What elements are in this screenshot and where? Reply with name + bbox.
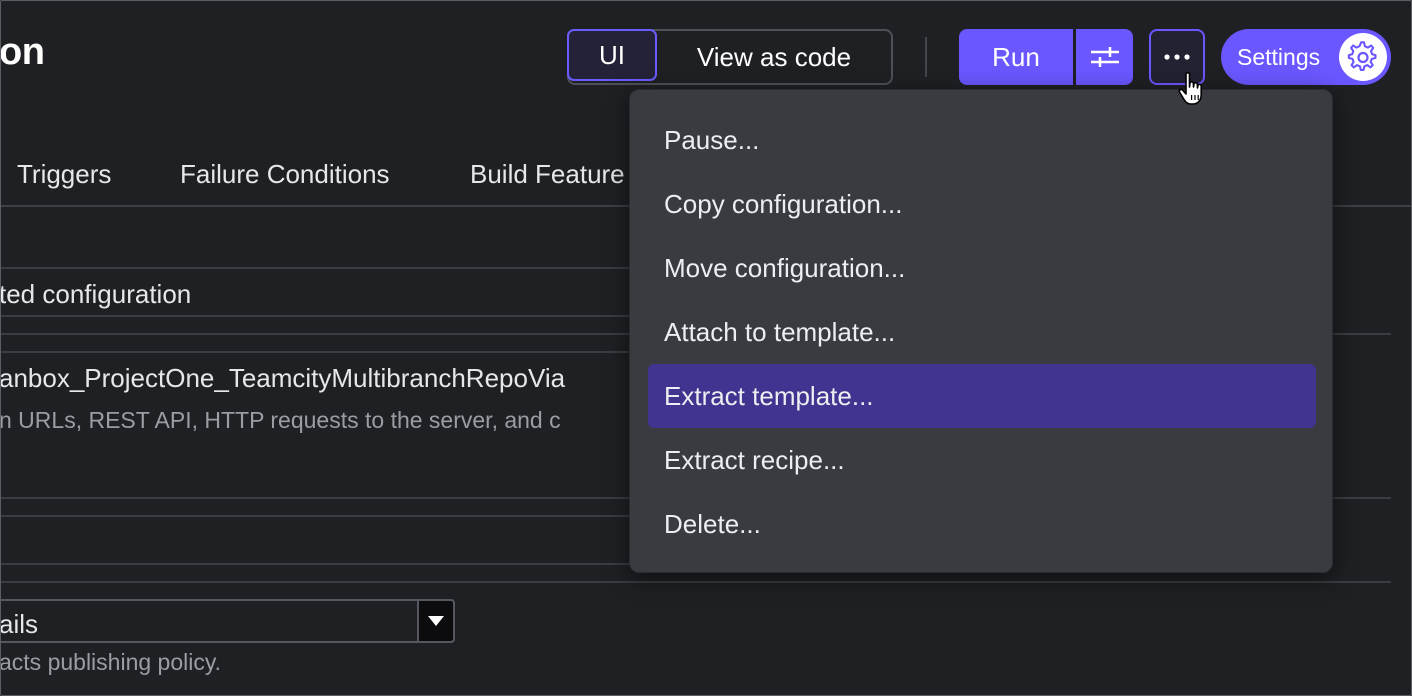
gear-icon <box>1339 33 1387 81</box>
menu-item-pause[interactable]: Pause... <box>664 124 760 155</box>
view-as-code-button[interactable]: View as code <box>696 41 852 72</box>
template-field-bottom-border <box>1 315 661 317</box>
build-id-input[interactable]: anbox_ProjectOne_TeamcityMultibranchRepo… <box>0 363 566 393</box>
run-button[interactable]: Run <box>959 29 1073 85</box>
sliders-icon <box>1090 47 1119 67</box>
description-field-bottom-border <box>1 563 661 565</box>
more-actions-menu: Pause... Copy configuration... Move conf… <box>629 89 1333 573</box>
select-value: ails <box>0 609 39 639</box>
chevron-down-icon[interactable] <box>417 601 453 641</box>
artifacts-policy-select[interactable]: ails <box>0 599 455 643</box>
template-field-value: ted configuration <box>0 279 192 309</box>
menu-item-delete[interactable]: Delete... <box>664 508 761 539</box>
ellipsis-icon <box>1164 54 1190 60</box>
section-divider-3 <box>1 581 1391 583</box>
hand-pointer-icon <box>1178 72 1202 105</box>
settings-label: Settings <box>1237 43 1321 70</box>
template-field-top-border <box>1 267 661 269</box>
menu-item-move-configuration[interactable]: Move configuration... <box>664 252 906 283</box>
more-actions-button[interactable] <box>1149 29 1205 85</box>
view-ui-button[interactable]: UI <box>567 29 657 81</box>
menu-item-extract-recipe[interactable]: Extract recipe... <box>664 444 845 475</box>
menu-item-attach-to-template[interactable]: Attach to template... <box>664 316 896 347</box>
build-id-hint: n URLs, REST API, HTTP requests to the s… <box>0 407 561 433</box>
settings-button[interactable]: Settings <box>1221 29 1391 85</box>
tab-build-features[interactable]: Build Feature <box>470 159 625 189</box>
toolbar-divider <box>925 37 927 77</box>
build-id-field-top-border <box>1 351 661 353</box>
description-field-top-border <box>1 515 661 517</box>
tab-triggers[interactable]: Triggers <box>17 159 112 189</box>
select-hint: acts publishing policy. <box>0 649 222 675</box>
view-mode-toggle: UI View as code <box>567 29 893 85</box>
menu-item-copy-configuration[interactable]: Copy configuration... <box>664 188 903 219</box>
page-title: on <box>0 31 45 73</box>
menu-item-extract-template[interactable]: Extract template... <box>648 364 1316 428</box>
tab-failure-conditions[interactable]: Failure Conditions <box>180 159 390 189</box>
run-options-button[interactable] <box>1076 29 1133 85</box>
